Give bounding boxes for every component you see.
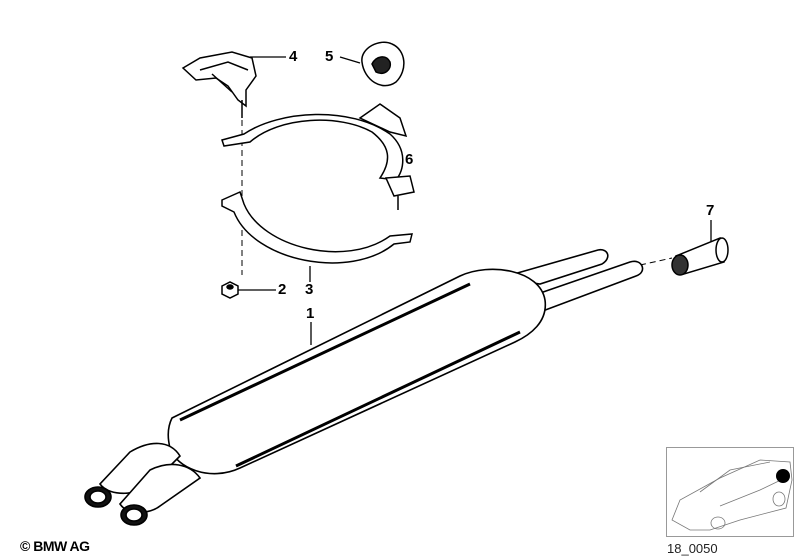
leader-line-5 — [339, 56, 361, 64]
rear-silencer-part-1 — [84, 248, 644, 526]
rubber-mount-part-5 — [361, 41, 405, 87]
location-marker-icon — [776, 469, 790, 483]
clamp-part-3 — [221, 190, 413, 264]
diagram-id: 18_0050 — [667, 541, 718, 556]
bracket-part-4 — [181, 51, 257, 118]
callout-6[interactable]: 6 — [405, 151, 414, 168]
callout-5[interactable]: 5 — [325, 48, 334, 65]
clamp-part-6 — [221, 103, 415, 210]
nut-part-2 — [221, 281, 239, 299]
callout-7[interactable]: 7 — [706, 202, 715, 219]
inset-frame — [666, 447, 794, 537]
callout-3[interactable]: 3 — [305, 281, 314, 298]
vehicle-location-inset — [671, 459, 793, 531]
tail-pipe-axis-line — [639, 257, 673, 266]
tail-pipe-part-7 — [671, 236, 729, 276]
callout-1[interactable]: 1 — [306, 305, 315, 322]
copyright-text: © BMW AG — [20, 538, 90, 554]
callout-2[interactable]: 2 — [278, 281, 287, 298]
callout-4[interactable]: 4 — [289, 48, 298, 65]
